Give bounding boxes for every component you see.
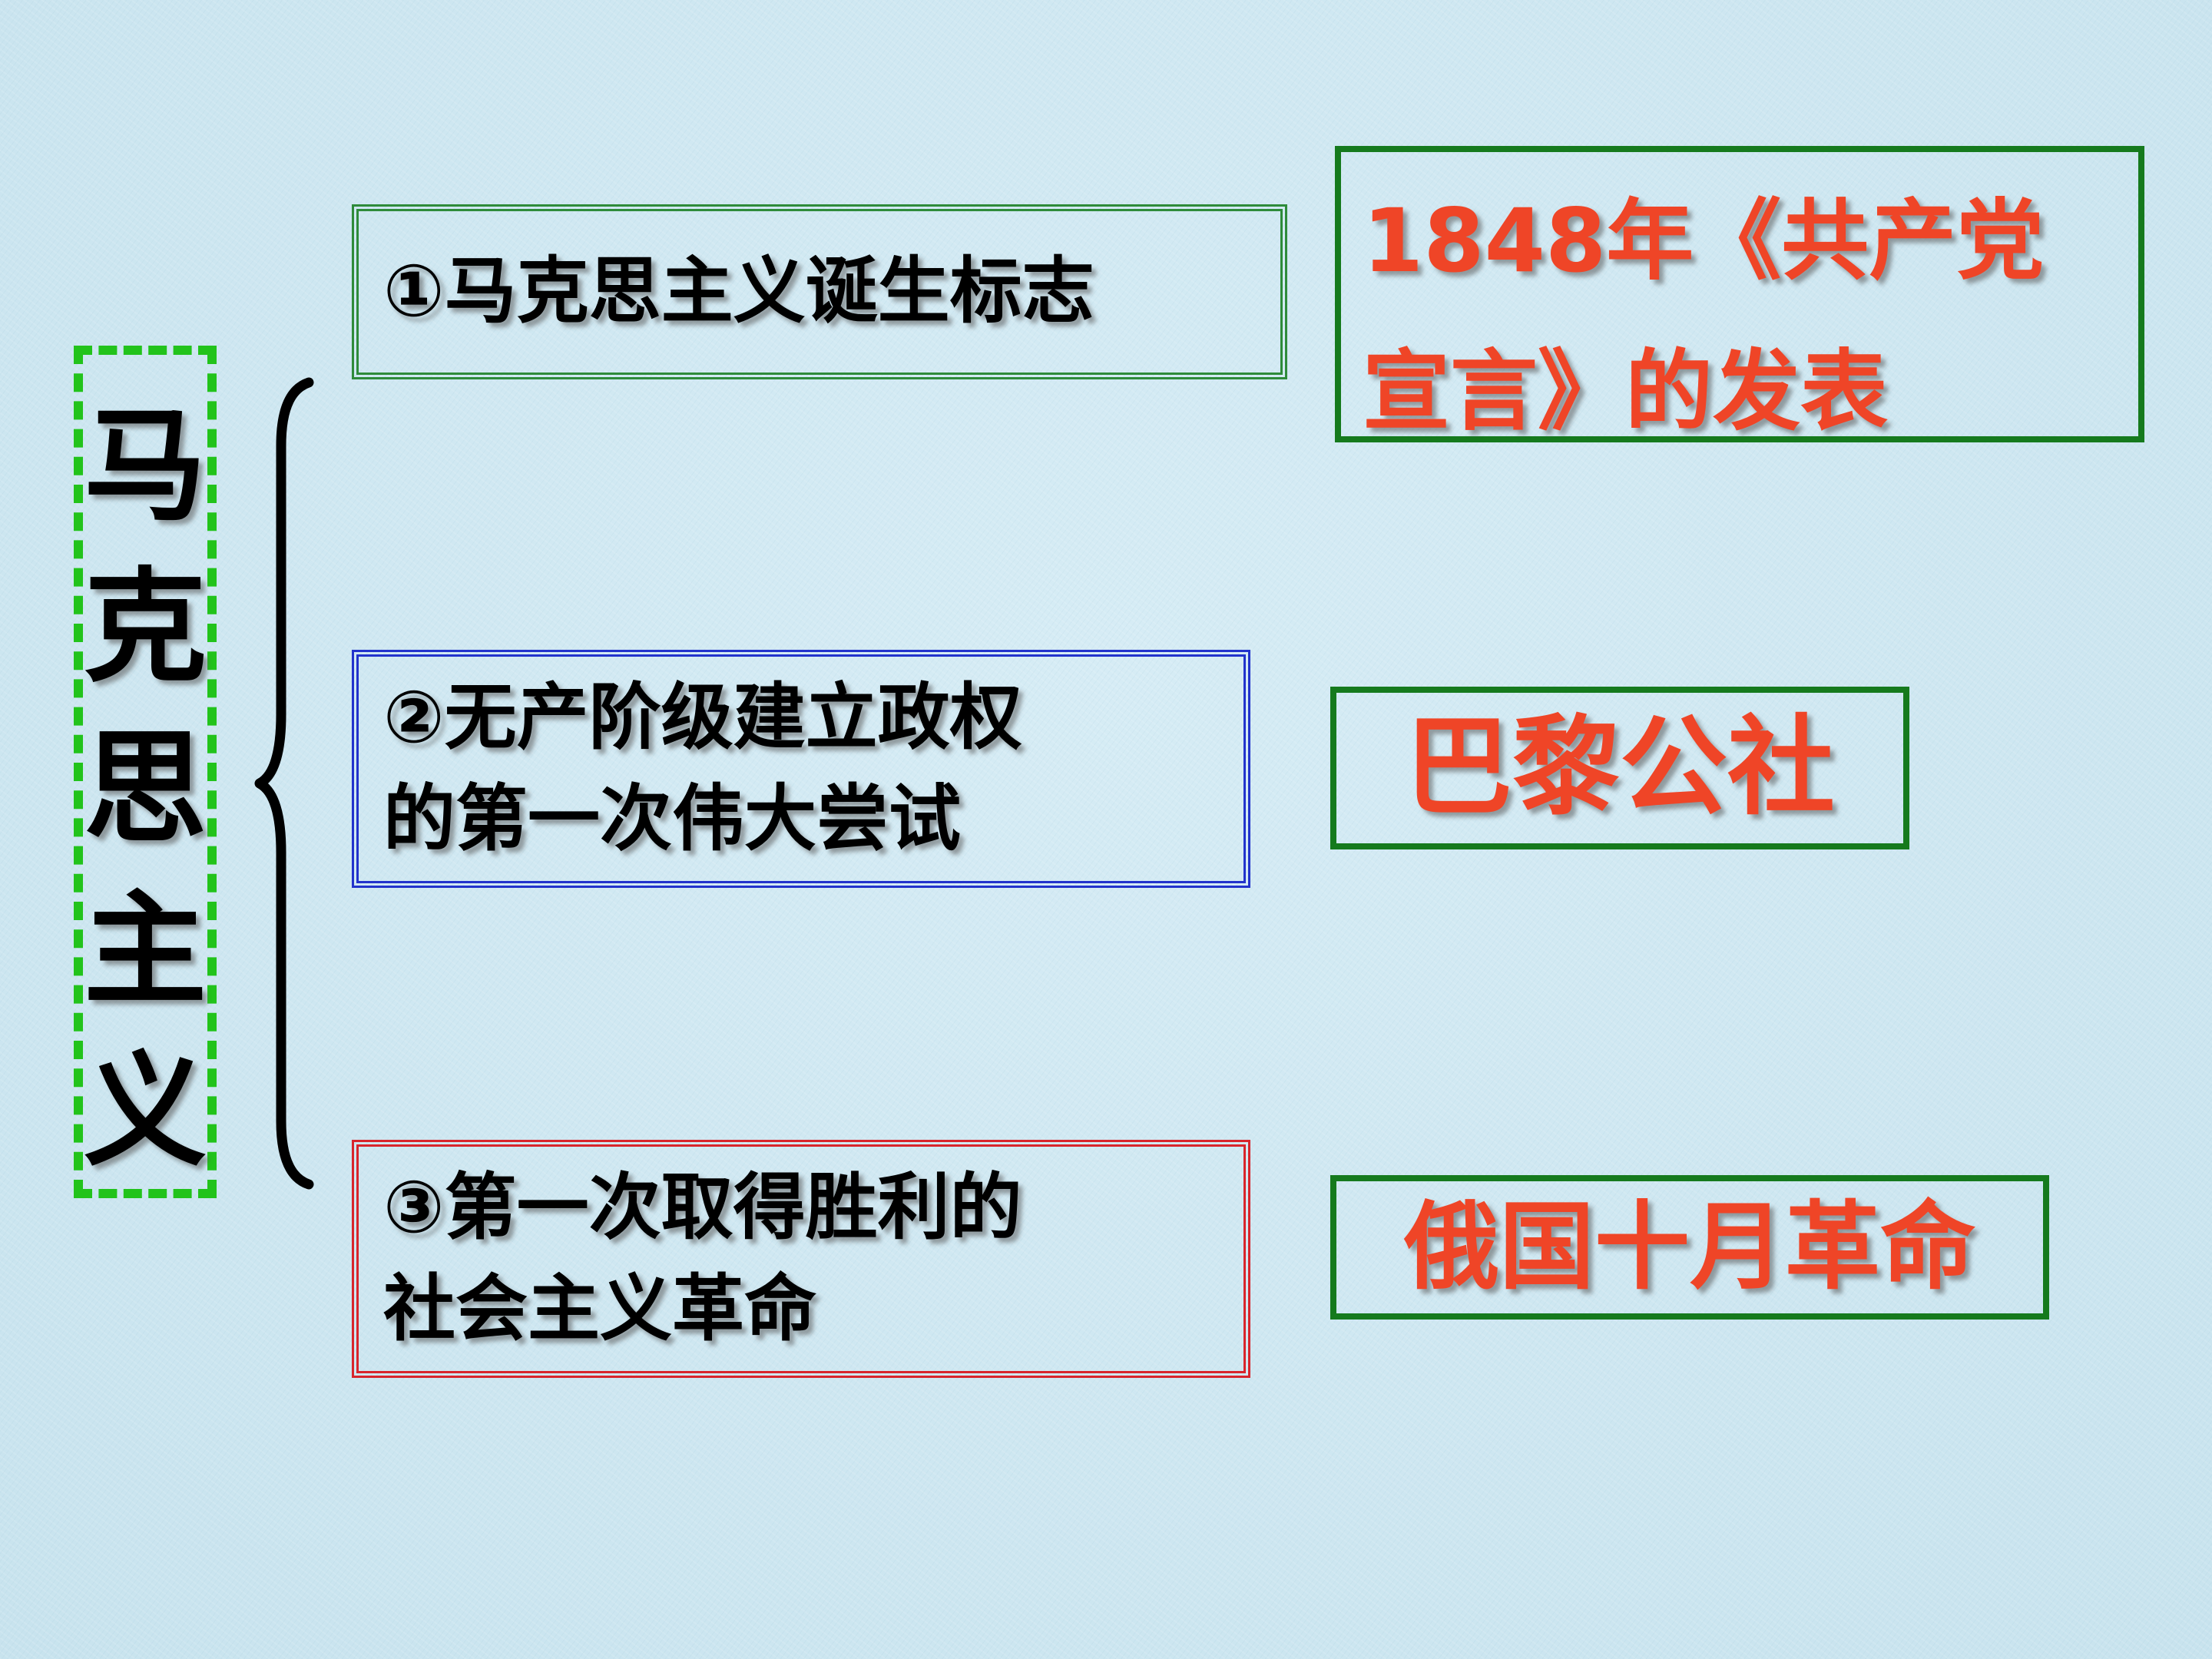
answer-text-3: 俄国十月革命 <box>1403 1192 1975 1303</box>
question-text-3: ③第一次取得胜利的 社会主义革命 <box>383 1166 1022 1351</box>
title-char: 义 <box>83 1039 207 1183</box>
title-char: 马 <box>83 394 207 538</box>
question-text-1: ①马克思主义诞生标志 <box>383 250 1094 333</box>
answer-box-2: 巴黎公社 <box>1330 687 1909 849</box>
answer-box-3: 俄国十月革命 <box>1330 1175 2049 1320</box>
question-box-1: ①马克思主义诞生标志 <box>352 204 1287 379</box>
title-char: 思 <box>83 717 207 860</box>
title-char: 主 <box>83 878 207 1022</box>
question-box-2: ②无产阶级建立政权 的第一次伟大尝试 <box>352 650 1250 888</box>
answer-text-1: 1848年《共产党 宣言》的发表 <box>1363 190 2045 442</box>
answer-box-1: 1848年《共产党 宣言》的发表 <box>1335 146 2144 442</box>
question-text-2: ②无产阶级建立政权 的第一次伟大尝试 <box>383 676 1022 861</box>
vertical-title: 马 克 思 主 义 <box>83 386 207 1192</box>
title-box: 马 克 思 主 义 <box>74 346 217 1198</box>
title-char: 克 <box>83 555 207 699</box>
question-box-3: ③第一次取得胜利的 社会主义革命 <box>352 1140 1250 1378</box>
curly-brace <box>254 377 314 1190</box>
answer-text-2: 巴黎公社 <box>1404 705 1835 830</box>
